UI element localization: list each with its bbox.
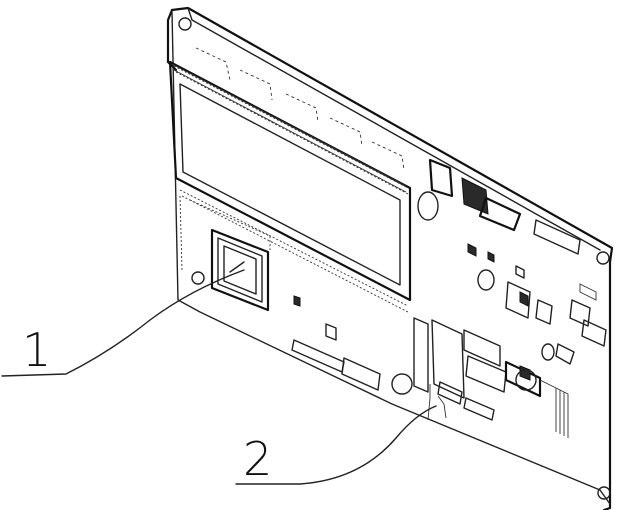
callout-label-1: 1	[22, 323, 51, 377]
components-cluster	[293, 158, 607, 347]
mounting-hole-top-right	[596, 251, 610, 265]
mounting-hole-bottom-right	[597, 486, 611, 500]
callout-label-2: 2	[243, 432, 272, 486]
mounting-holes	[178, 17, 611, 500]
connector-area	[291, 317, 575, 438]
mounting-hole-top-left	[178, 17, 192, 31]
leader-lines	[1, 269, 437, 485]
lcd-display-module	[168, 47, 412, 313]
pcb-board	[166, 6, 614, 510]
leader-line-2	[235, 405, 437, 485]
square-component	[179, 195, 271, 312]
callout-labels: 1 2	[22, 323, 272, 486]
leader-line-1	[1, 269, 245, 377]
mounting-hole-bottom-left	[191, 271, 205, 285]
